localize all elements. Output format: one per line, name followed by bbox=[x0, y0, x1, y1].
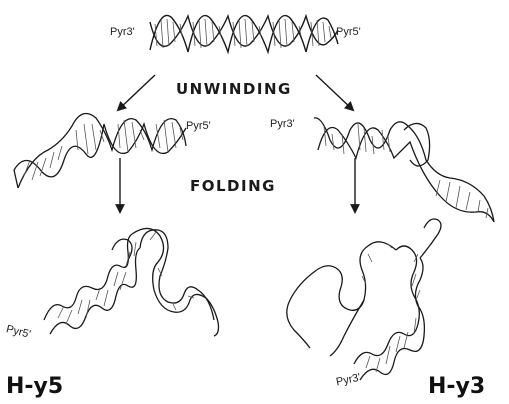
structure-name-h-y5: H-y5 bbox=[6, 374, 63, 399]
structure-name-h-y3: H-y3 bbox=[428, 374, 485, 399]
label-mid-right-pyr3: Pyr3' bbox=[270, 118, 295, 130]
top-duplex-helix bbox=[150, 15, 338, 52]
label-top-left-pyr3: Pyr3' bbox=[110, 26, 135, 38]
mid-left-helix bbox=[14, 114, 186, 189]
arrow-unwind-right bbox=[316, 75, 353, 110]
label-top-right-pyr5: Pyr5' bbox=[336, 26, 361, 38]
mid-right-helix bbox=[314, 118, 494, 222]
label-unwinding: UNWINDING bbox=[176, 80, 292, 98]
label-mid-left-pyr5: Pyr5' bbox=[186, 120, 211, 132]
label-folding: FOLDING bbox=[190, 177, 276, 195]
folded-structure-right bbox=[287, 219, 441, 380]
folded-structure-left bbox=[44, 228, 219, 336]
arrow-unwind-left bbox=[118, 75, 155, 110]
